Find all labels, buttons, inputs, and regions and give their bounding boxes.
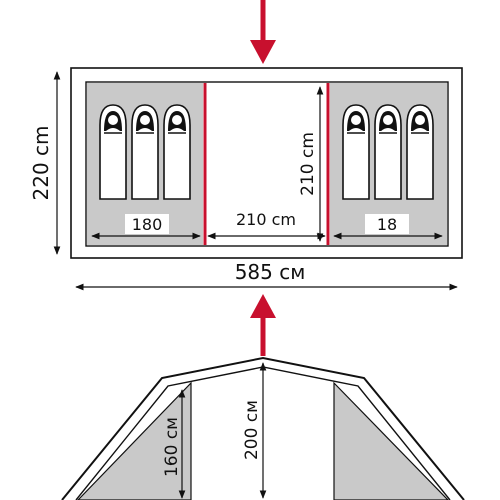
left-room-label-bg <box>125 214 169 234</box>
room-depth-label: 210 cm <box>298 132 318 196</box>
left-side-panel <box>77 381 192 500</box>
sleeping-bag-icon <box>99 104 127 200</box>
sleeping-bag-icon <box>131 104 159 200</box>
sleeping-bag-icon <box>374 104 402 200</box>
right-room-label-bg <box>365 214 409 234</box>
outer-depth-label: 220 cm <box>29 125 53 200</box>
right-room-width-label: 18 <box>377 215 397 234</box>
right-side-panel <box>333 381 449 500</box>
sleeping-bag-icon <box>342 104 370 200</box>
sleeping-bag-icon <box>163 104 191 200</box>
center-width-label: 210 cm <box>236 210 296 229</box>
center-height-label: 200 см <box>242 400 262 460</box>
arrow-up-icon <box>250 294 276 356</box>
left-room-width-label: 180 <box>132 215 163 234</box>
sleeping-bag-icon <box>406 104 434 200</box>
side-height-label: 160 см <box>162 417 182 477</box>
tent-side-outline <box>61 356 465 500</box>
arrow-down-icon <box>250 0 276 64</box>
outer-width-label: 585 см <box>235 260 306 284</box>
